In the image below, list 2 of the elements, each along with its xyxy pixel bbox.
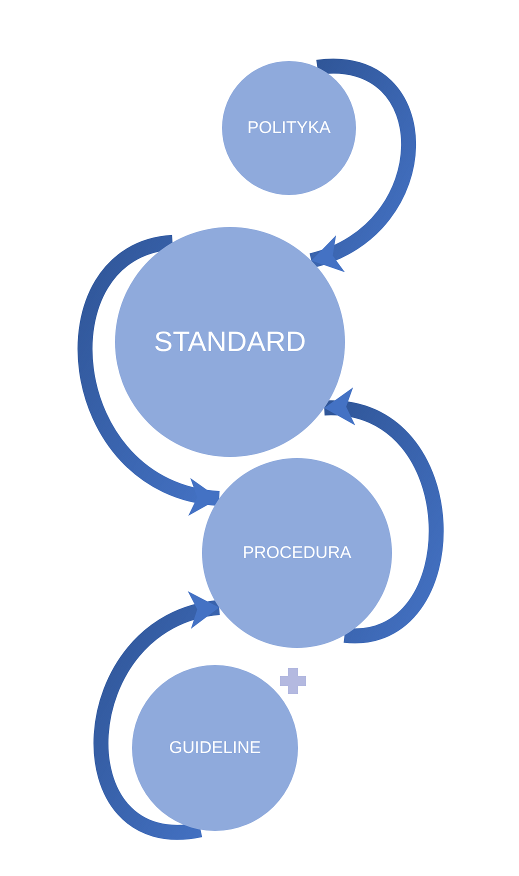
node-label: POLITYKA bbox=[247, 118, 331, 138]
node-label: PROCEDURA bbox=[242, 543, 352, 563]
